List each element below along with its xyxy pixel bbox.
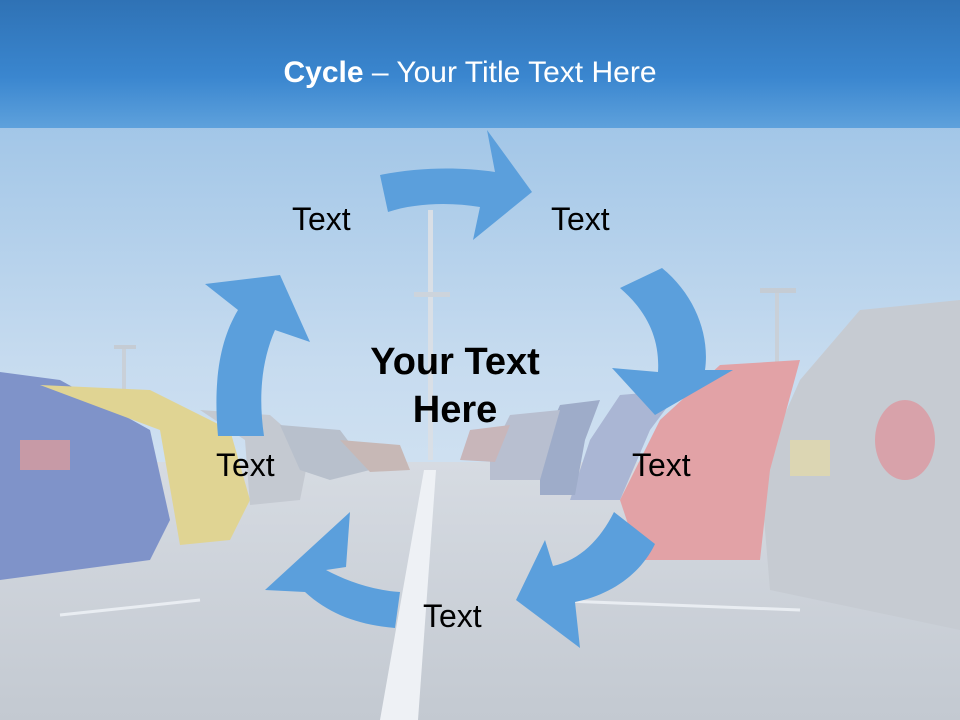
cycle-label-left: Text (216, 447, 275, 483)
center-text-line2: Here (412, 389, 498, 431)
title-bold: Cycle (283, 56, 364, 89)
cycle-arrow-icon (516, 512, 655, 648)
center-text-line1: Your Text (370, 341, 540, 383)
cycle-label-top-left: Text (292, 201, 351, 237)
cycle-label-right: Text (632, 447, 691, 483)
center-text: Your Text Here (330, 338, 580, 434)
cycle-arrow-icon (265, 512, 400, 628)
cycle-label-bottom: Text (423, 598, 482, 634)
cycle-label-top-right: Text (551, 201, 610, 237)
cycle-arrow-icon (380, 130, 532, 240)
slide-title: Cycle – Your Title Text Here (0, 56, 940, 90)
cycle-arrow-icon (205, 275, 310, 436)
title-bar (0, 0, 960, 128)
title-rest: – Your Title Text Here (363, 56, 657, 89)
cycle-arrow-icon (612, 268, 733, 415)
